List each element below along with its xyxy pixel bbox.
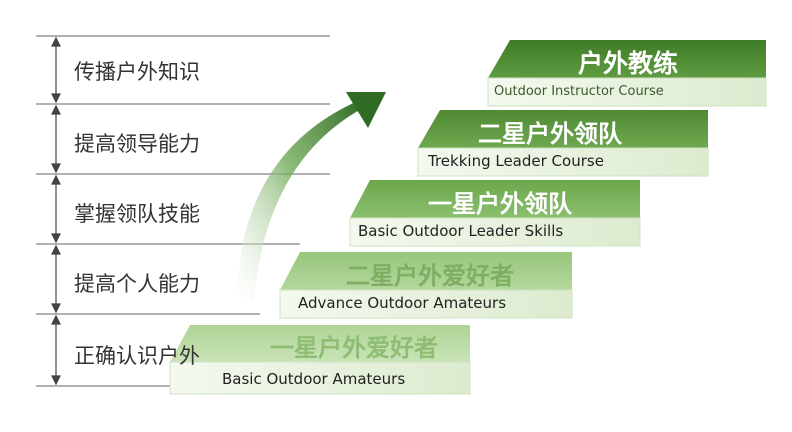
step-1 — [487, 40, 767, 107]
level-lines — [36, 35, 330, 387]
step-title: 二星户外领队 — [478, 120, 622, 148]
staircase — [169, 40, 767, 395]
step-subtitle: Basic Outdoor Amateurs — [222, 370, 406, 388]
level-label: 提高领导能力 — [74, 132, 200, 156]
double-ended-vertical-arrow-icon — [51, 174, 61, 244]
level-label: 提高个人能力 — [74, 272, 200, 296]
step-title: 二星户外爱好者 — [346, 262, 514, 290]
step-4 — [279, 252, 573, 319]
bracket-arrows — [51, 36, 61, 386]
level-label: 传播户外知识 — [74, 60, 200, 84]
step-title: 户外教练 — [578, 49, 679, 78]
level-label: 掌握领队技能 — [74, 202, 200, 226]
step-3 — [349, 180, 641, 247]
step-5 — [169, 325, 471, 395]
double-ended-vertical-arrow-icon — [51, 244, 61, 314]
curved-up-arrow-icon — [237, 92, 386, 302]
step-subtitle: Advance Outdoor Amateurs — [298, 294, 507, 312]
step-subtitle: Basic Outdoor Leader Skills — [358, 222, 564, 240]
step-subtitle: Outdoor Instructor Course — [494, 84, 664, 99]
step-title: 一星户外爱好者 — [270, 334, 438, 362]
double-ended-vertical-arrow-icon — [51, 36, 61, 104]
level-label: 正确认识户外 — [74, 344, 200, 368]
double-ended-vertical-arrow-icon — [51, 314, 61, 386]
step-2 — [417, 110, 709, 177]
step-subtitle: Trekking Leader Course — [428, 152, 604, 170]
step-title: 一星户外领队 — [428, 190, 572, 218]
double-ended-vertical-arrow-icon — [51, 104, 61, 174]
